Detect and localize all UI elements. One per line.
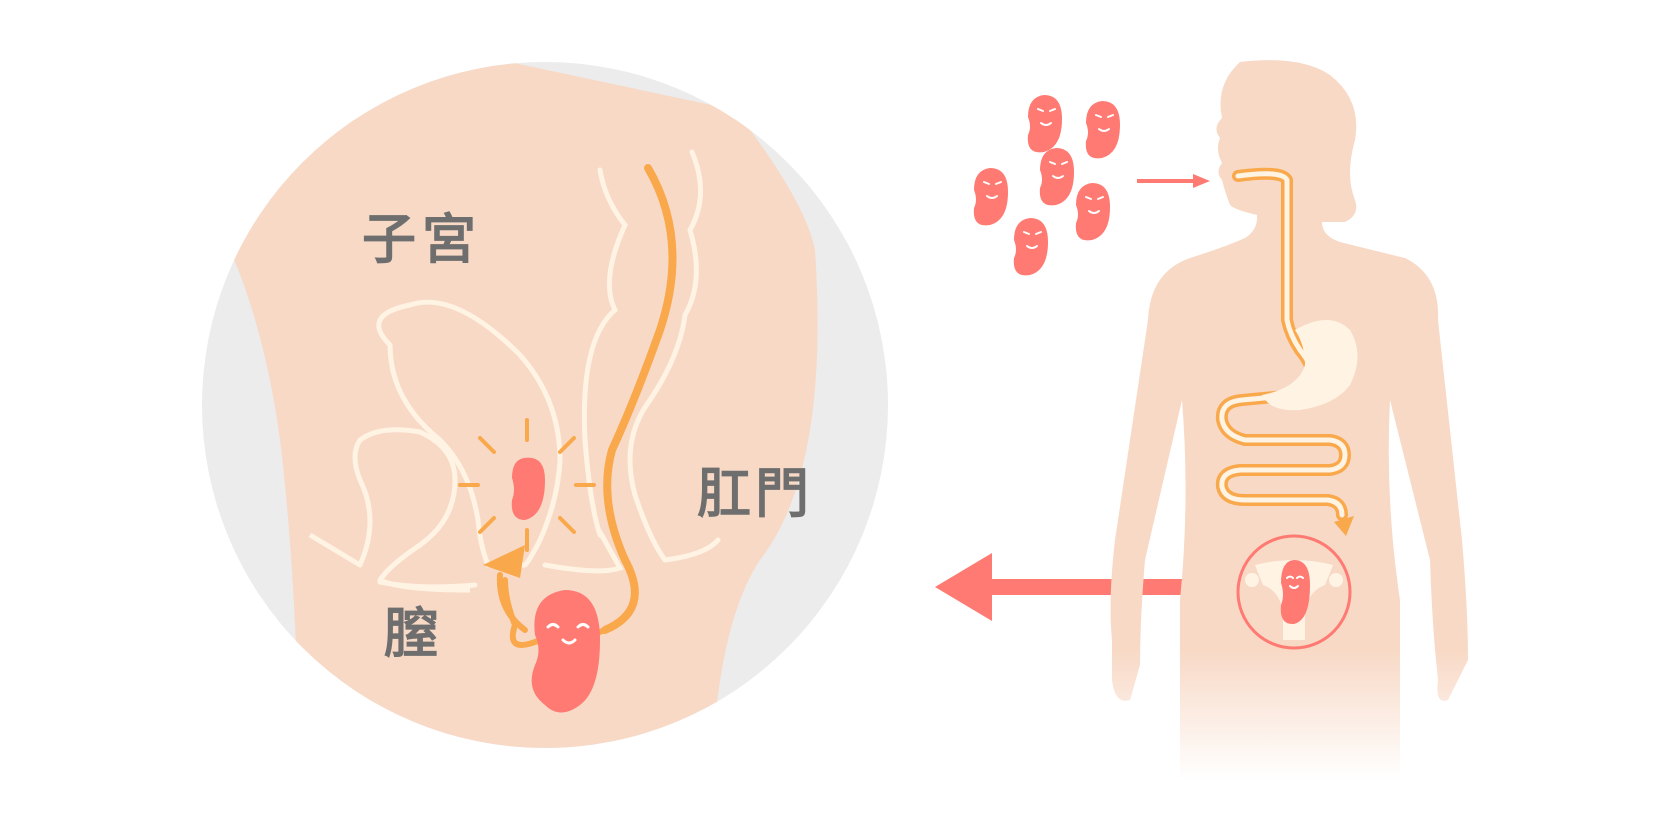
body-shape <box>1110 60 1468 781</box>
rectum-outline-left <box>581 167 628 538</box>
uterus-outline <box>376 299 563 568</box>
big-left-arrow-icon <box>935 553 1202 621</box>
tract-arrowhead <box>1334 516 1354 536</box>
small-arrow-icon <box>1137 174 1210 188</box>
bacteria-icon <box>1075 183 1110 241</box>
bacteria-cluster <box>973 95 1120 276</box>
human-silhouette <box>1110 60 1468 781</box>
label-anus: 肛門 <box>697 462 813 525</box>
bacteria-icon <box>511 457 545 520</box>
label-uterus: 子宮 <box>362 208 482 271</box>
ascending-arrow-orange <box>496 572 528 633</box>
reproductive-callout <box>1236 534 1352 650</box>
rectum-outline-right <box>627 149 721 563</box>
stomach-shape <box>1262 320 1358 411</box>
bacteria-icon <box>973 168 1008 226</box>
bacteria-icon <box>1013 218 1048 276</box>
bacteria-icon <box>1039 148 1074 206</box>
digestive-tract-inner <box>1219 171 1348 518</box>
gut-path-orange <box>601 164 677 634</box>
bacteria-icon <box>1027 95 1062 153</box>
ascending-arrowhead <box>483 545 525 578</box>
bacteria-icon <box>1085 101 1120 159</box>
smiling-bacteria-icon <box>531 590 600 713</box>
vagina-outline <box>377 529 624 590</box>
label-vagina: 膣 <box>384 602 438 665</box>
sparkle-lines <box>458 418 596 552</box>
magnified-pelvis-view: 子宮 肛門 膣 <box>202 62 888 748</box>
